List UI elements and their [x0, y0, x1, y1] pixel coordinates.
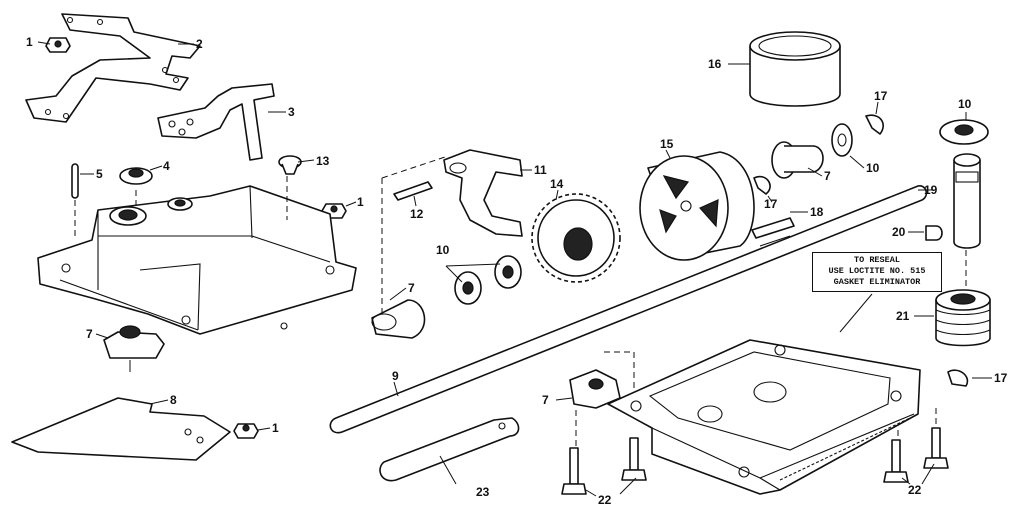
callout-17: 17 — [764, 197, 778, 211]
lower-gear-case — [607, 339, 921, 495]
part-7-bushing — [103, 325, 165, 372]
callout-7: 7 — [542, 393, 549, 407]
part-2-bracket — [25, 13, 201, 123]
part-4-washer — [119, 167, 153, 185]
callout-8: 8 — [170, 393, 177, 407]
reseal-note-line-1: TO RESEAL — [854, 255, 900, 265]
callout-20: 20 — [892, 225, 906, 239]
part-22-bolts — [561, 427, 949, 495]
callout-10: 10 — [436, 243, 450, 257]
part-10-top-washer — [939, 119, 989, 145]
callout-9: 9 — [392, 369, 399, 383]
part-7-bushing-right — [771, 123, 853, 179]
callout-14: 14 — [550, 177, 564, 191]
part-8-plate — [11, 397, 231, 461]
part-20-plug — [925, 225, 943, 241]
callout-2: 2 — [196, 37, 203, 51]
part-10-washers — [454, 255, 522, 305]
reseal-note-line-2: USE LOCTITE NO. 515 — [828, 266, 926, 276]
callout-19: 19 — [924, 183, 938, 197]
callout-1: 1 — [272, 421, 279, 435]
part-21-worm — [935, 289, 991, 347]
callout-16: 16 — [708, 57, 722, 71]
part-7-case-bushing — [569, 369, 621, 409]
callout-22: 22 — [598, 493, 612, 507]
part-18-key — [751, 217, 795, 239]
callout-3: 3 — [288, 105, 295, 119]
callout-12: 12 — [410, 207, 424, 221]
part-1-screw — [45, 37, 347, 439]
part-15-clutch-drum — [639, 151, 755, 261]
callout-7: 7 — [824, 169, 831, 183]
callout-5: 5 — [96, 167, 103, 181]
callout-1: 1 — [26, 35, 33, 49]
part-16-ring — [749, 31, 841, 107]
callout-21: 21 — [896, 309, 910, 323]
callout-15: 15 — [660, 137, 674, 151]
part-13-cap — [278, 155, 302, 175]
callout-13: 13 — [316, 154, 330, 168]
leader-lines — [37, 41, 992, 497]
callout-7: 7 — [86, 327, 93, 341]
callout-7: 7 — [408, 281, 415, 295]
reseal-note-line-3: GASKET ELIMINATOR — [833, 277, 921, 287]
part-5-pin — [71, 163, 79, 240]
part-14-gear — [531, 193, 621, 283]
part-12-key — [393, 181, 433, 201]
part-11-yoke — [443, 149, 523, 237]
callout-18: 18 — [810, 205, 824, 219]
callout-1: 1 — [357, 195, 364, 209]
part-9-shaft — [329, 185, 928, 434]
callout-10: 10 — [958, 97, 972, 111]
callout-11: 11 — [534, 163, 547, 177]
part-19-vertical-pin — [953, 153, 981, 249]
part-3-lever — [157, 83, 275, 161]
main-housing — [37, 176, 357, 335]
part-17-clip — [753, 114, 969, 387]
callout-17: 17 — [994, 371, 1008, 385]
reseal-note: TO RESEAL USE LOCTITE NO. 515 GASKET ELI… — [812, 252, 942, 292]
callout-17: 17 — [874, 89, 888, 103]
callout-10: 10 — [866, 161, 880, 175]
part-7-sleeve — [371, 299, 426, 339]
part-23-dipstick — [379, 417, 520, 482]
callout-23: 23 — [476, 485, 490, 499]
callout-22: 22 — [908, 483, 922, 497]
callout-4: 4 — [163, 159, 170, 173]
